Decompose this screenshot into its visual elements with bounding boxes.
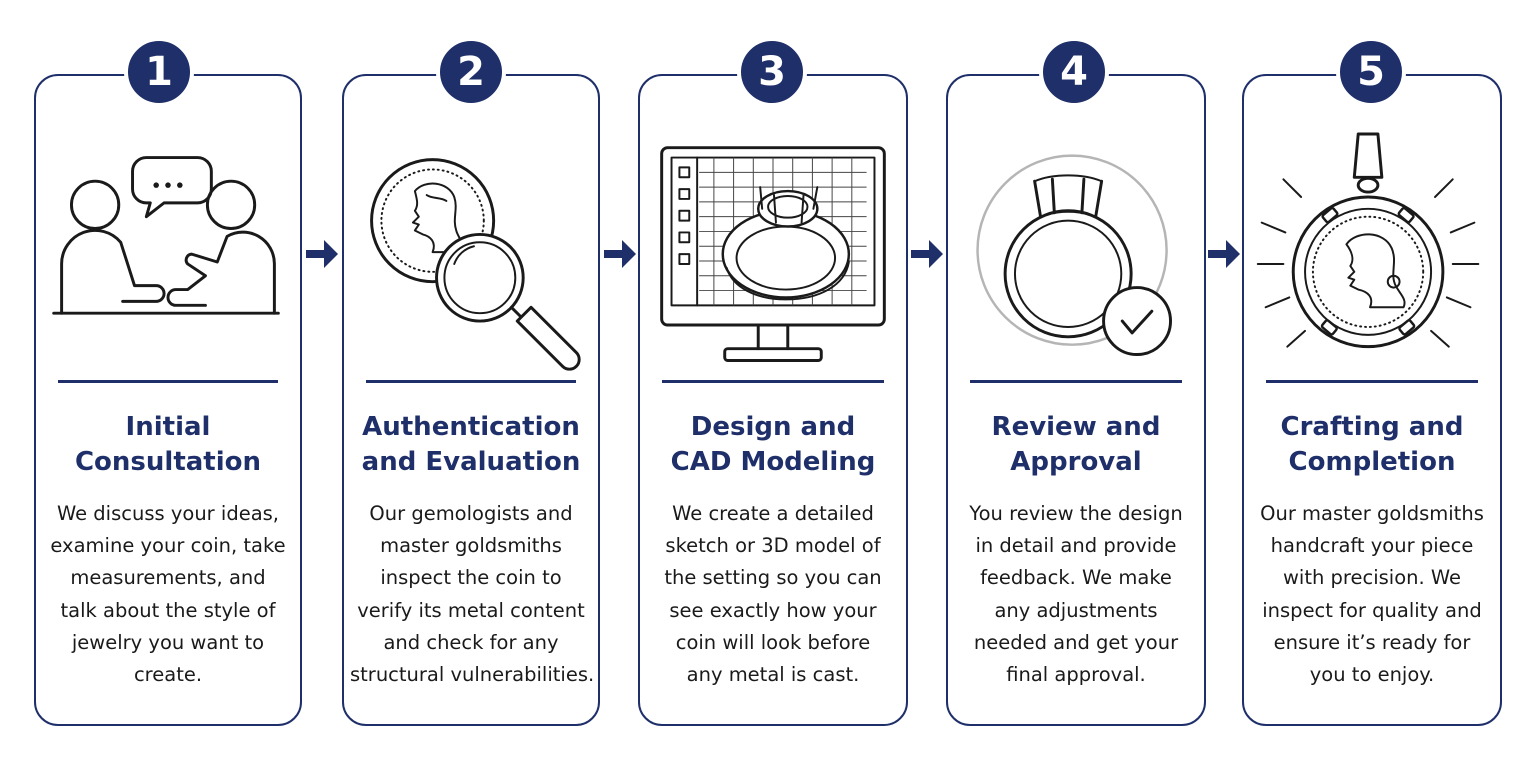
arrow-right-icon [911,240,943,268]
divider [366,380,576,383]
step-number-badge-4: 4 [1039,37,1109,107]
coin-pendant-icon [1244,126,1500,396]
divider [58,380,278,383]
arrow-right-icon [306,240,338,268]
step-number-badge-3: 3 [737,37,807,107]
step-number-badge-5: 5 [1336,37,1406,107]
cad-monitor-icon [640,126,906,396]
step-description: We discuss your ideas,examine your coin,… [50,502,286,687]
arrow-right-icon [604,240,636,268]
divider [970,380,1182,383]
divider [662,380,884,383]
ring-approval-icon [948,126,1204,396]
arrow-right-icon [1208,240,1240,268]
magnifier-coin-icon [344,126,598,396]
step-number-badge-2: 2 [436,37,506,107]
consultation-icon [36,126,300,396]
divider [1266,380,1478,383]
step-number-badge-1: 1 [124,37,194,107]
